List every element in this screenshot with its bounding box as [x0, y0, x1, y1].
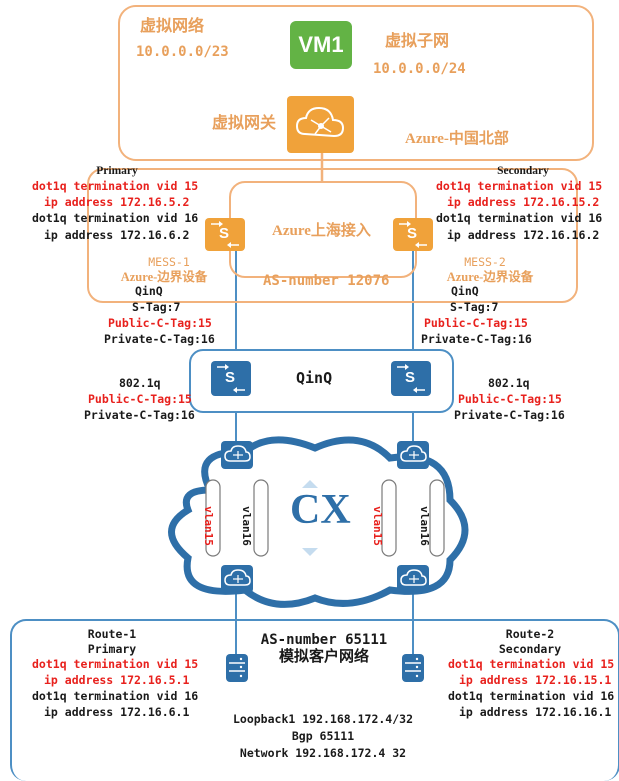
switch-arrows-icon	[397, 364, 425, 393]
switch-arrows-icon	[211, 221, 239, 248]
subnet-cidr: 10.0.0.0/24	[373, 61, 466, 77]
router2-icon[interactable]	[401, 652, 425, 684]
vm-label: VM1	[298, 32, 344, 57]
route2-role: Secondary	[498, 642, 562, 656]
edge-secondary-label: Secondary	[497, 165, 549, 177]
qinq-left-switch[interactable]: S	[211, 361, 251, 396]
customer-as-number: AS-number 65111	[260, 632, 388, 648]
cx-right-vlan15: vlan15	[370, 506, 384, 546]
cust-right-line1: dot1q termination vid 15	[448, 657, 615, 671]
customer-loopback: Loopback1 192.168.172.4/32	[232, 712, 414, 726]
edge-right-line4: ip address 172.16.16.2	[447, 228, 600, 242]
mess2-desc: Azure-边界设备	[446, 270, 534, 284]
edge-right-line3: dot1q termination vid 16	[436, 211, 603, 225]
cx-left-vlan15: vlan15	[201, 506, 215, 546]
qinq-left-private: Private-C-Tag:16	[104, 332, 215, 346]
vnet-box	[118, 5, 594, 161]
edge-as-number: AS-number 12076	[263, 273, 390, 289]
router-cloud-icon	[400, 445, 427, 462]
route2-label: Route-2	[505, 627, 555, 641]
customer-network: Network 192.168.172.4 32	[239, 746, 407, 760]
dot1q-left-title: 802.1q	[119, 376, 161, 390]
customer-bgp: Bgp 65111	[291, 729, 355, 743]
edge-right-line1: dot1q termination vid 15	[436, 179, 603, 193]
mess1-label: MESS-1	[148, 255, 190, 269]
cx-label: CX	[290, 487, 351, 533]
qinq-right-private: Private-C-Tag:16	[421, 332, 532, 346]
qinq-right-stag: S-Tag:7	[450, 300, 499, 314]
cust-left-line2: ip address 172.16.5.1	[44, 673, 190, 687]
dot1q-left-private: Private-C-Tag:16	[84, 408, 195, 422]
switch-arrows-icon	[399, 221, 427, 248]
qinq-right-public: Public-C-Tag:15	[424, 316, 528, 330]
customer-network-name: 模拟客户网络	[278, 649, 370, 665]
subnet-label: 虚拟子网	[385, 33, 450, 50]
cx-right-vlan16: vlan16	[417, 506, 431, 546]
cx-router-bottom-right[interactable]	[397, 565, 429, 593]
region-label: Azure-中国北部	[405, 131, 509, 147]
edge-right-line2: ip address 172.16.15.2	[447, 195, 600, 209]
dot1q-right-title: 802.1q	[488, 376, 530, 390]
cx-router-top-right[interactable]	[397, 441, 429, 469]
cust-left-line4: ip address 172.16.6.1	[44, 705, 190, 719]
edge-left-line2: ip address 172.16.5.2	[44, 195, 190, 209]
edge-left-line1: dot1q termination vid 15	[32, 179, 199, 193]
cx-left-vlan16: vlan16	[239, 506, 253, 546]
edge-center-title: Azure上海接入	[272, 223, 371, 239]
router-cloud-icon	[224, 569, 251, 586]
switch-arrows-icon	[217, 364, 245, 393]
dot1q-left-public: Public-C-Tag:15	[88, 392, 192, 406]
qinq-left-stag: S-Tag:7	[132, 300, 181, 314]
qinq-right-switch-label: S	[405, 369, 416, 386]
mess1-desc: Azure-边界设备	[120, 270, 208, 284]
router-cloud-icon	[400, 569, 427, 586]
gateway-node[interactable]	[287, 96, 354, 153]
edge-left-line3: dot1q termination vid 16	[32, 211, 199, 225]
vm-node[interactable]: VM1	[290, 21, 352, 69]
mess1-switch-label: S	[219, 225, 230, 242]
route1-role: Primary	[87, 642, 137, 656]
cx-router-bottom-left[interactable]	[221, 565, 253, 593]
mess1-switch[interactable]: S	[205, 218, 245, 251]
dot1q-right-private: Private-C-Tag:16	[454, 408, 565, 422]
mess2-switch-label: S	[407, 225, 418, 242]
gateway-label: 虚拟网关	[212, 115, 277, 132]
edge-primary-label: Primary	[96, 165, 138, 177]
qinq-left-public: Public-C-Tag:15	[108, 316, 212, 330]
dot1q-right-public: Public-C-Tag:15	[458, 392, 562, 406]
route1-label: Route-1	[87, 627, 137, 641]
qinq-left-title: QinQ	[135, 284, 163, 298]
router1-icon[interactable]	[225, 652, 249, 684]
qinq-label: QinQ	[296, 369, 333, 387]
cx-router-top-left[interactable]	[221, 441, 253, 469]
cust-right-line4: ip address 172.16.16.1	[459, 705, 612, 719]
edge-left-line4: ip address 172.16.6.2	[44, 228, 190, 242]
qinq-right-switch[interactable]: S	[391, 361, 431, 396]
cust-right-line3: dot1q termination vid 16	[448, 689, 615, 703]
cx-cloud	[168, 436, 469, 608]
cust-left-line1: dot1q termination vid 15	[32, 657, 199, 671]
vnet-label: 虚拟网络	[140, 18, 205, 35]
mess2-label: MESS-2	[464, 255, 506, 269]
vnet-cidr: 10.0.0.0/23	[136, 44, 229, 60]
cust-right-line2: ip address 172.16.15.1	[459, 673, 612, 687]
mess2-switch[interactable]: S	[393, 218, 433, 251]
edge-outer-box	[87, 168, 578, 303]
cust-left-line3: dot1q termination vid 16	[32, 689, 199, 703]
qinq-left-switch-label: S	[225, 369, 236, 386]
router-cloud-icon	[224, 445, 251, 462]
qinq-right-title: QinQ	[451, 284, 479, 298]
cloud-network-icon	[295, 106, 345, 138]
